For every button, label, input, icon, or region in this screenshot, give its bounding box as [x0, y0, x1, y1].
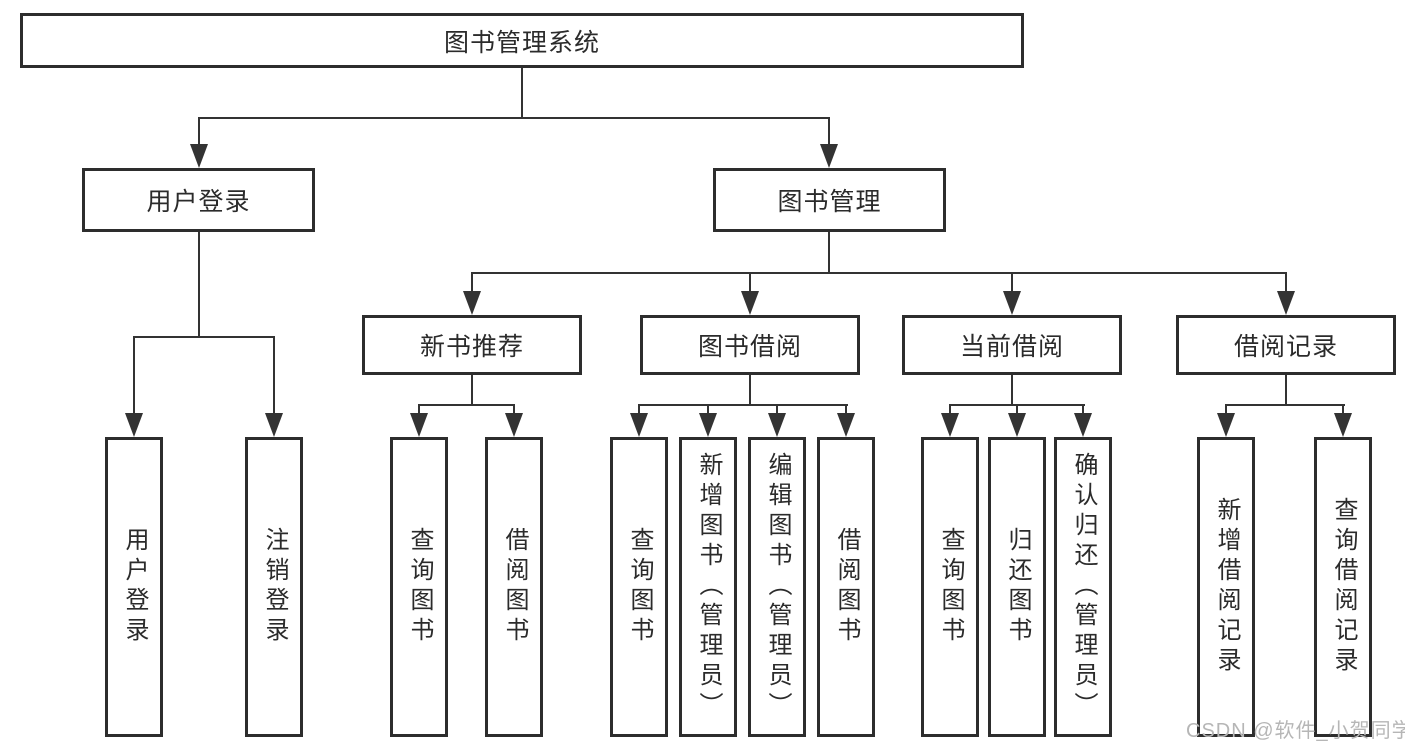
connector-drop-bb-edit [776, 404, 778, 420]
arrow-down-icon [125, 413, 143, 437]
connector-book-mgmt-stub [828, 232, 830, 274]
arrow-down-icon [505, 413, 523, 437]
leaf-bb-borrow-books-label: 借阅图书 [833, 527, 860, 647]
connector-nbr-stub [471, 375, 473, 406]
connector-drop-leaf-login [133, 336, 135, 420]
arrow-down-icon [699, 413, 717, 437]
node-book-borrow: 图书借阅 [640, 315, 860, 375]
connector-drop-new-book-rec [471, 272, 473, 297]
arrow-down-icon [768, 413, 786, 437]
node-book-mgmt: 图书管理 [713, 168, 946, 232]
node-book-borrow-label: 图书借阅 [697, 333, 802, 361]
leaf-bb-edit-books-admin-label: 编辑图书（管理员） [764, 452, 791, 722]
connector-level2-bus [198, 117, 830, 119]
arrow-down-icon [190, 144, 208, 168]
leaf-user-login-label: 用户登录 [121, 527, 148, 647]
node-root: 图书管理系统 [20, 13, 1024, 68]
connector-drop-bb-borrow [845, 404, 847, 420]
arrow-down-icon [820, 144, 838, 168]
connector-drop-br-search [1342, 404, 1344, 420]
leaf-bb-add-books-admin: 新增图书（管理员） [679, 437, 737, 737]
arrow-down-icon [941, 413, 959, 437]
leaf-bb-search-books: 查询图书 [610, 437, 668, 737]
connector-bb-bus [638, 404, 848, 406]
arrow-down-icon [1003, 291, 1021, 315]
watermark: CSDN @软件_小贺同学 [1186, 720, 1405, 742]
node-current-borrow-label: 当前借阅 [959, 333, 1064, 361]
node-new-book-rec-label: 新书推荐 [419, 333, 524, 361]
connector-cb-stub [1011, 375, 1013, 406]
arrow-down-icon [1008, 413, 1026, 437]
node-root-label: 图书管理系统 [443, 28, 600, 57]
leaf-nbr-search-books-label: 查询图书 [406, 527, 433, 647]
connector-br-stub [1285, 375, 1287, 406]
connector-drop-user-login [198, 117, 200, 149]
connector-drop-bb-add [707, 404, 709, 420]
arrow-down-icon [265, 413, 283, 437]
connector-drop-book-mgmt [828, 117, 830, 149]
arrow-down-icon [1074, 413, 1092, 437]
arrow-down-icon [1334, 413, 1352, 437]
arrow-down-icon [837, 413, 855, 437]
connector-drop-current-borrow [1011, 272, 1013, 297]
connector-user-login-stub [198, 232, 200, 338]
connector-user-login-bus [133, 336, 275, 338]
arrow-down-icon [463, 291, 481, 315]
connector-root-stub [521, 68, 523, 118]
connector-drop-nbr-borrow [513, 404, 515, 420]
leaf-br-search-record-label: 查询借阅记录 [1330, 497, 1357, 677]
leaf-nbr-search-books: 查询图书 [390, 437, 448, 737]
node-new-book-rec: 新书推荐 [362, 315, 582, 375]
node-user-login-label: 用户登录 [146, 188, 251, 216]
leaf-cb-return-books: 归还图书 [988, 437, 1046, 737]
connector-drop-bb-search [638, 404, 640, 420]
connector-drop-leaf-logout [273, 336, 275, 420]
node-borrow-record-label: 借阅记录 [1233, 333, 1338, 361]
connector-drop-cb-return [1016, 404, 1018, 420]
connector-level3-bus [471, 272, 1287, 274]
leaf-br-search-record: 查询借阅记录 [1314, 437, 1372, 737]
arrow-down-icon [1277, 291, 1295, 315]
leaf-cb-search-books: 查询图书 [921, 437, 979, 737]
leaf-cb-search-books-label: 查询图书 [937, 527, 964, 647]
leaf-bb-edit-books-admin: 编辑图书（管理员） [748, 437, 806, 737]
connector-nbr-bus [418, 404, 515, 406]
leaf-user-login: 用户登录 [105, 437, 163, 737]
leaf-logout: 注销登录 [245, 437, 303, 737]
connector-drop-cb-confirm [1082, 404, 1084, 420]
leaf-cb-return-books-label: 归还图书 [1004, 527, 1031, 647]
arrow-down-icon [630, 413, 648, 437]
leaf-br-add-record: 新增借阅记录 [1197, 437, 1255, 737]
leaf-nbr-borrow-books: 借阅图书 [485, 437, 543, 737]
arrow-down-icon [741, 291, 759, 315]
leaf-bb-search-books-label: 查询图书 [626, 527, 653, 647]
leaf-bb-add-books-admin-label: 新增图书（管理员） [695, 452, 722, 722]
node-book-mgmt-label: 图书管理 [777, 188, 882, 216]
leaf-bb-borrow-books: 借阅图书 [817, 437, 875, 737]
connector-drop-br-add [1225, 404, 1227, 420]
node-borrow-record: 借阅记录 [1176, 315, 1396, 375]
connector-bb-stub [749, 375, 751, 406]
arrow-down-icon [410, 413, 428, 437]
connector-drop-borrow-record [1285, 272, 1287, 297]
connector-br-bus [1225, 404, 1345, 406]
connector-drop-cb-search [949, 404, 951, 420]
leaf-cb-confirm-return-admin-label: 确认归还（管理员） [1070, 452, 1097, 722]
leaf-cb-confirm-return-admin: 确认归还（管理员） [1054, 437, 1112, 737]
leaf-logout-label: 注销登录 [261, 527, 288, 647]
arrow-down-icon [1217, 413, 1235, 437]
connector-drop-nbr-search [418, 404, 420, 420]
connector-drop-book-borrow [749, 272, 751, 297]
leaf-br-add-record-label: 新增借阅记录 [1213, 497, 1240, 677]
leaf-nbr-borrow-books-label: 借阅图书 [501, 527, 528, 647]
node-user-login: 用户登录 [82, 168, 315, 232]
node-current-borrow: 当前借阅 [902, 315, 1122, 375]
